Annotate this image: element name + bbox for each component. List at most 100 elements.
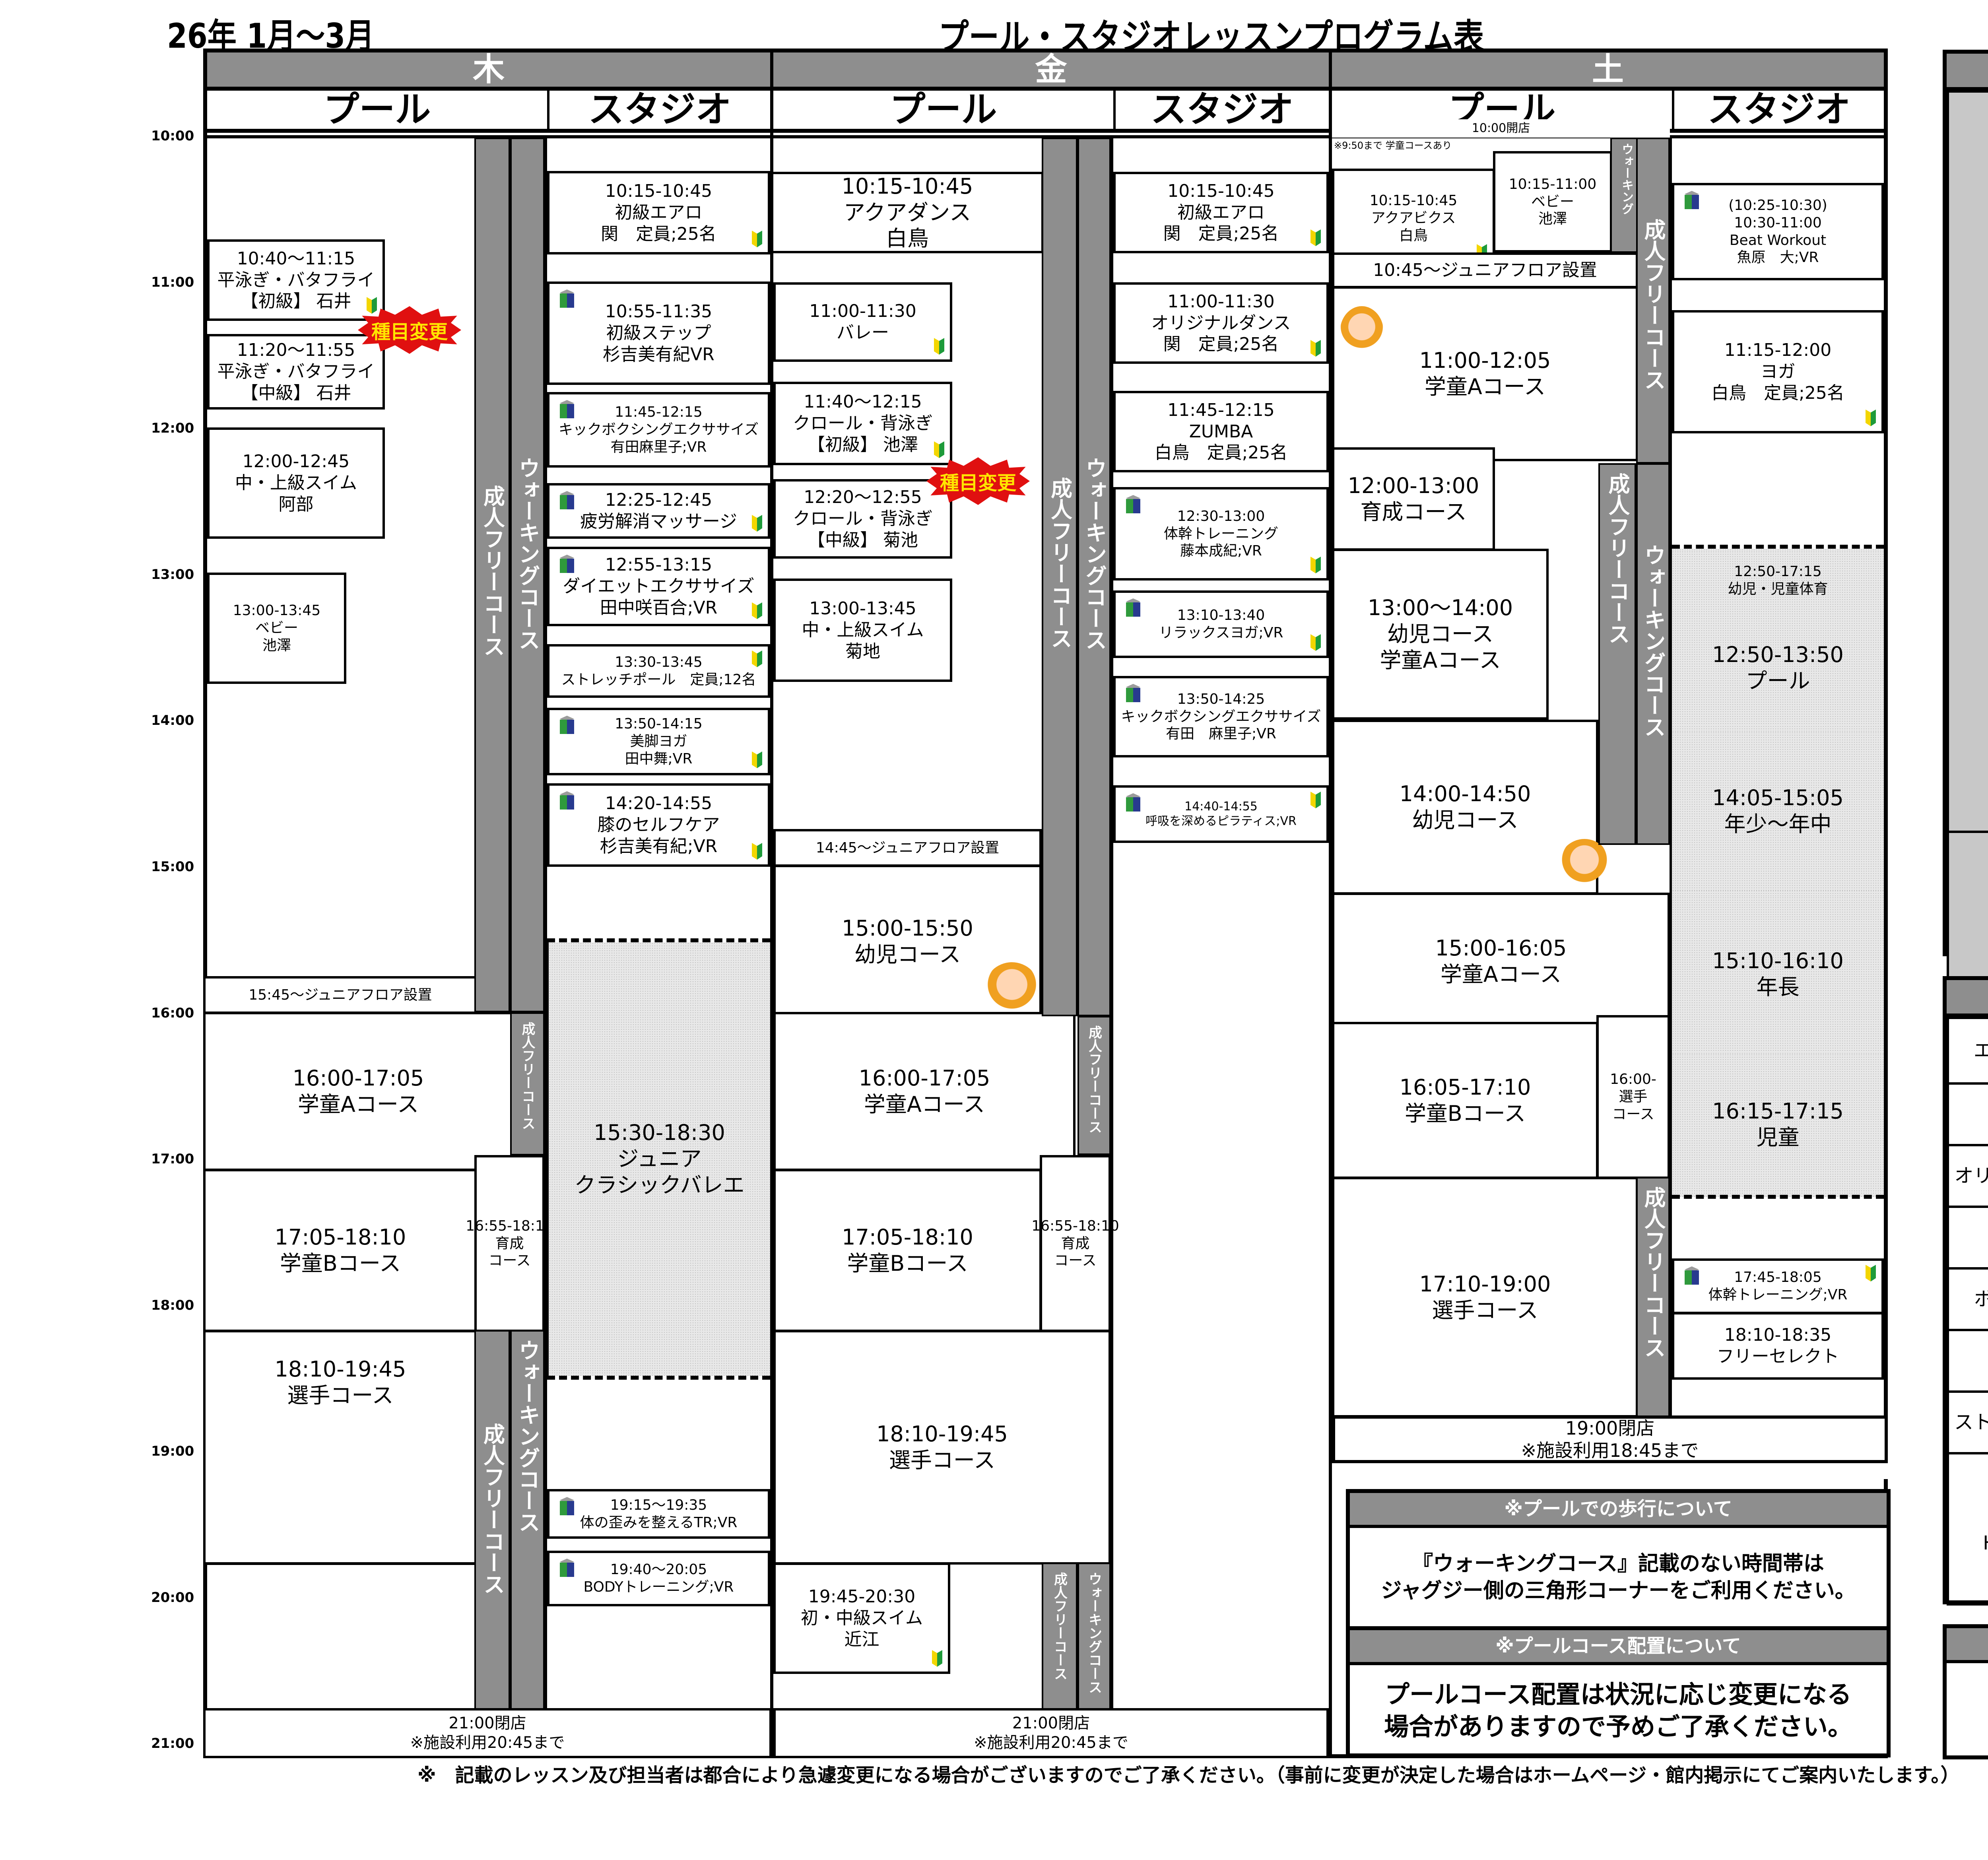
thu-studio-lesson[interactable]: 13:30-13:45 ストレッチポール 定員;12名 xyxy=(547,644,770,698)
thu-pool-header: プール xyxy=(207,91,547,133)
thu-studio-lesson[interactable]: 11:45-12:15 キックボクシングエクササイズ 有田麻里子;VR xyxy=(547,392,770,468)
lesson-name: アクアビクス xyxy=(1371,210,1456,227)
sat-studio-lesson[interactable]: (10:25-10:30) 10:30-11:00 Beat Workout 魚… xyxy=(1672,183,1884,280)
thu-studio-lesson[interactable]: 15:30-18:30 ジュニア クラシックバレエ xyxy=(547,942,770,1376)
fri-studio-lesson[interactable]: 11:00-11:30 オリジナルダンス 関 定員;25名 xyxy=(1113,282,1329,364)
thu-studio-lesson[interactable]: 10:55-11:35 初級ステップ 杉吉美有紀VR xyxy=(547,282,770,385)
adult-free-course-lane: 成人フリーコース xyxy=(1636,1177,1670,1417)
lesson-time: 11:20～11:55 xyxy=(237,340,355,361)
sat-pool-lesson[interactable]: 11:00-12:05 学童Aコース xyxy=(1332,286,1638,461)
sat-pool-lesson[interactable]: 14:00-14:50 幼児コース xyxy=(1332,720,1598,895)
lesson-detail: 菊地 xyxy=(845,641,880,662)
thu-studio-lesson[interactable]: 14:20-14:55 膝のセルフケア 杉吉美有紀;VR xyxy=(547,783,770,867)
fri-pool-lesson[interactable]: 19:45-20:30 初・中級スイム 近江 xyxy=(773,1563,950,1674)
thu-pool-lesson[interactable]: 18:10-19:45 選手コース xyxy=(203,1330,478,1565)
beginner-mark-icon xyxy=(752,650,762,667)
fri-pool-lesson[interactable]: 18:10-19:45 選手コース xyxy=(773,1330,1111,1565)
sat-studio-lesson[interactable]: 18:10-18:35 フリーセレクト xyxy=(1672,1312,1884,1380)
lesson-row: オリジナルダンス 音楽に合った簡単な振り付けを練習し最 後は覚えた振りでダンスを… xyxy=(1947,1144,1988,1208)
lesson-detail: 白鳥 定員;25名 xyxy=(1711,382,1844,403)
lesson-time: 10:15-10:45 xyxy=(1369,192,1458,209)
thu-studio-lesson[interactable]: 12:25-12:45 疲労解消マッサージ xyxy=(547,483,770,539)
lesson-name: 中・上級スイム xyxy=(235,473,357,493)
fri-pool-lesson[interactable]: 11:00-11:30 バレー xyxy=(773,282,952,362)
lesson-name: 疲労解消マッサージ xyxy=(580,511,738,532)
fri-pool-lesson[interactable]: 12:20～12:55 クロール・背泳ぎ 【中級】 菊池 xyxy=(773,479,952,559)
lesson-detail: Beat Workout xyxy=(1729,232,1827,249)
fri-studio-lesson[interactable]: 13:10-13:40 リラックスヨガ;VR xyxy=(1113,590,1329,658)
time-label: 15:00 xyxy=(151,859,194,875)
sat-pre-note: ※9:50まで 学童コースあり xyxy=(1334,140,1452,151)
lesson-time: (10:25-10:30) xyxy=(1728,197,1827,214)
lesson-time: 13:50-14:15 xyxy=(615,716,703,732)
fri-pool-lesson[interactable]: 16:00-17:05 学童Aコース xyxy=(773,1012,1076,1171)
lesson-time: 16:55-18:10 xyxy=(1031,1217,1119,1234)
lesson-name: 初・中級スイム xyxy=(800,1608,923,1629)
beginner-mark-icon xyxy=(752,751,762,768)
sat-pool-lesson[interactable]: 16:05-17:10 学童Bコース xyxy=(1332,1022,1598,1179)
sat-pool-lesson[interactable]: 10:15-10:45 アクアビクス 白鳥 xyxy=(1332,169,1495,268)
lesson-row: ZUMBA ラテン系の音楽を融合させた、ダンス エクササイズです。 xyxy=(1947,1082,1988,1146)
lesson-detail: 白鳥 定員;25名 xyxy=(1154,443,1288,463)
sat-studio-header: スタジオ xyxy=(1672,91,1884,133)
lesson-time: 19:15～19:35 xyxy=(610,1497,707,1513)
fri-pool-lesson[interactable]: 16:55-18:10 育成 コース xyxy=(1031,1155,1119,1332)
fri-studio-lesson[interactable]: 11:45-12:15 ZUMBA 白鳥 定員;25名 xyxy=(1113,391,1329,472)
sat-pool-lesson[interactable]: 13:00～14:00 幼児コース 学童Aコース xyxy=(1332,549,1549,720)
lesson-detail: 池澤 xyxy=(1538,211,1567,227)
thu-studio-lesson[interactable]: 19:15～19:35 体の歪みを整えるTR;VR xyxy=(547,1489,770,1539)
fri-studio-lesson[interactable]: 12:30-13:00 体幹トレーニング 藤本成紀;VR xyxy=(1113,487,1329,581)
thu-pool-lesson[interactable]: 11:20～11:55 平泳ぎ・バタフライ 【中級】 石井 xyxy=(207,334,385,410)
thu-pool-lesson[interactable]: 17:05-18:10 学童Bコース xyxy=(203,1169,478,1332)
fri-pool-lesson[interactable]: 17:05-18:10 学童Bコース xyxy=(773,1169,1042,1332)
sat-studio-lesson[interactable]: 16:15-17:15 児童 xyxy=(1672,1054,1884,1195)
thu-studio-lesson[interactable]: 13:50-14:15 美脚ヨガ 田中舞;VR xyxy=(547,708,770,775)
fri-studio-lesson[interactable]: 14:40-14:55 呼吸を深めるピラティス;VR xyxy=(1113,785,1329,843)
lesson-time: 17:10-19:00 xyxy=(1419,1271,1551,1297)
thu-pool-lesson[interactable]: 12:00-12:45 中・上級スイム 阿部 xyxy=(207,427,385,539)
sat-studio-lesson[interactable]: 12:50-17:15 幼児・児童体育 xyxy=(1672,551,1884,610)
day-header-thursday: 木 xyxy=(207,52,770,91)
lesson-time: 15:00-16:05 xyxy=(1435,935,1567,961)
fri-pool-lesson[interactable]: 11:40～12:15 クロール・背泳ぎ 【初級】 池澤 xyxy=(773,382,952,465)
sat-junior-floor-note: 10:45～ジュニアフロア設置 xyxy=(1332,252,1638,288)
sat-studio-lesson[interactable]: 11:15-12:00 ヨガ 白鳥 定員;25名 xyxy=(1672,310,1884,433)
lesson-detail: 白鳥 xyxy=(886,226,929,251)
sat-pool-lesson[interactable]: 16:00- 選手 コース xyxy=(1596,1015,1670,1179)
adult-free-course-lane: 成人フリーコース xyxy=(510,1012,545,1155)
sat-pool-lesson[interactable]: 17:10-19:00 選手コース xyxy=(1332,1177,1638,1417)
thu-studio-lesson[interactable]: 19:40～20:05 BODYトレーニング;VR xyxy=(547,1551,770,1606)
lesson-time: 12:55-13:15 xyxy=(605,555,712,575)
fri-pool-lesson[interactable]: 10:15-10:45 アクアダンス 白鳥 xyxy=(773,172,1044,253)
beginner-mark-icon xyxy=(752,602,762,619)
sat-pool-lesson[interactable]: 12:00-13:00 育成コース xyxy=(1332,447,1495,551)
lesson-name: 育成コース xyxy=(1360,499,1467,524)
lesson-time: 16:05-17:10 xyxy=(1399,1074,1531,1100)
lesson-name: ステップ xyxy=(1947,1206,1988,1270)
sat-pool-lesson[interactable]: 10:15-11:00 ベビー 池澤 xyxy=(1493,151,1612,252)
sat-studio-lesson[interactable]: 14:05-15:05 年少～年中 xyxy=(1672,732,1884,891)
spacer xyxy=(1332,1463,1889,1479)
lesson-time: 10:55-11:35 xyxy=(605,301,712,322)
lesson-name: ベビー xyxy=(255,620,298,637)
fri-studio-lesson[interactable]: 10:15-10:45 初級エアロ 関 定員;25名 xyxy=(1113,172,1329,253)
notice-free-course: ※プールフリーコース利用のお客様へ ジュニア用フロア台設置につきまして、清掃作業… xyxy=(1943,1624,1988,1759)
thu-pool-lesson[interactable]: 13:00-13:45 ベビー 池澤 xyxy=(207,573,346,684)
lesson-detail: 【初級】 石井 xyxy=(241,291,351,312)
thu-studio-lesson[interactable]: 10:15-10:45 初級エアロ 関 定員;25名 xyxy=(547,171,770,254)
thu-studio-lesson[interactable]: 12:55-13:15 ダイエットエクササイズ 田中咲百合;VR xyxy=(547,547,770,626)
thu-pool-lesson[interactable]: 16:00-17:05 学童Aコース xyxy=(203,1012,513,1171)
walking-course-lane: ウォーキングコース xyxy=(510,1330,545,1718)
hf24-box-icon xyxy=(1124,495,1143,515)
sat-studio-lesson[interactable]: 17:45-18:05 体幹トレーニング;VR xyxy=(1672,1258,1884,1314)
fri-pool-lesson[interactable]: 13:00-13:45 中・上級スイム 菊地 xyxy=(773,579,952,682)
lesson-detail: コース xyxy=(1612,1106,1654,1122)
sat-pool-lesson[interactable]: 15:00-16:05 学童Aコース xyxy=(1332,893,1670,1030)
thu-pool-lesson[interactable]: 16:55-18:10 育成 コース xyxy=(466,1155,553,1332)
lesson-detail: 池澤 xyxy=(262,637,291,654)
thu-pool-lesson[interactable]: 10:40～11:15 平泳ぎ・バタフライ 【初級】 石井 xyxy=(207,239,385,321)
sat-studio-lesson[interactable]: 12:50-13:50 プール xyxy=(1672,610,1884,726)
lesson-name: クロール・背泳ぎ xyxy=(793,509,933,529)
sat-studio-lesson[interactable]: 15:10-16:10 年長 xyxy=(1672,897,1884,1052)
fri-studio-lesson[interactable]: 13:50-14:25 キックボクシングエクササイズ 有田 麻里子;VR xyxy=(1113,676,1329,757)
